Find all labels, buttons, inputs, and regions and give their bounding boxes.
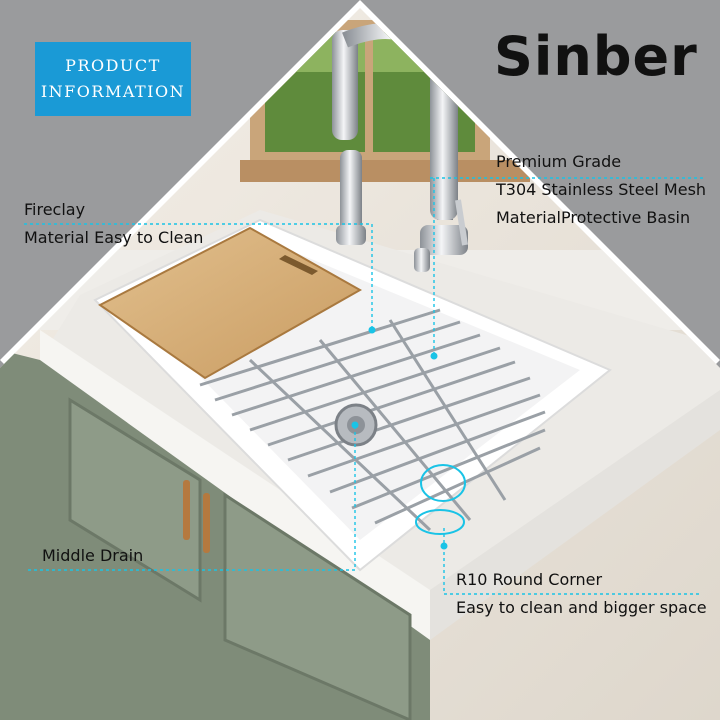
leader-dot xyxy=(368,326,376,334)
callout-premium-line-3: MaterialProtective Basin xyxy=(496,208,691,227)
callout-premium-line-2: T304 Stainless Steel Mesh xyxy=(496,180,707,199)
leader-dot xyxy=(430,352,438,360)
callout-premium-line-1: Premium Grade xyxy=(496,152,622,171)
badge-line-1: PRODUCT xyxy=(65,56,161,75)
callout-premium-grade: Premium Grade T304 Stainless Steel Mesh … xyxy=(496,148,706,232)
callout-fireclay: Fireclay Material Easy to Clean xyxy=(24,196,203,252)
cabinet-handle xyxy=(183,480,190,540)
sink-grid-rack xyxy=(199,308,546,532)
callout-middle-drain: Middle Drain xyxy=(42,542,143,570)
callout-fireclay-line-2: Material Easy to Clean xyxy=(24,228,204,247)
corner-highlight-ring xyxy=(420,464,466,502)
callout-drain-line-1: Middle Drain xyxy=(42,546,144,565)
corner-highlight-ring xyxy=(415,509,465,535)
callout-corner-line-1: R10 Round Corner xyxy=(456,570,603,589)
callout-round-corner: R10 Round Corner Easy to clean and bigge… xyxy=(456,566,707,622)
brand-logo: Sinber xyxy=(494,25,698,88)
leader-dot xyxy=(351,421,359,429)
product-information-badge: PRODUCT INFORMATION xyxy=(35,42,191,116)
leader-dot xyxy=(440,542,448,550)
badge-line-2: INFORMATION xyxy=(40,82,186,101)
callout-leaders xyxy=(24,177,706,595)
callout-corner-line-2: Easy to clean and bigger space xyxy=(456,598,707,617)
cabinet-handle xyxy=(203,493,210,553)
callout-fireclay-line-1: Fireclay xyxy=(24,200,86,219)
